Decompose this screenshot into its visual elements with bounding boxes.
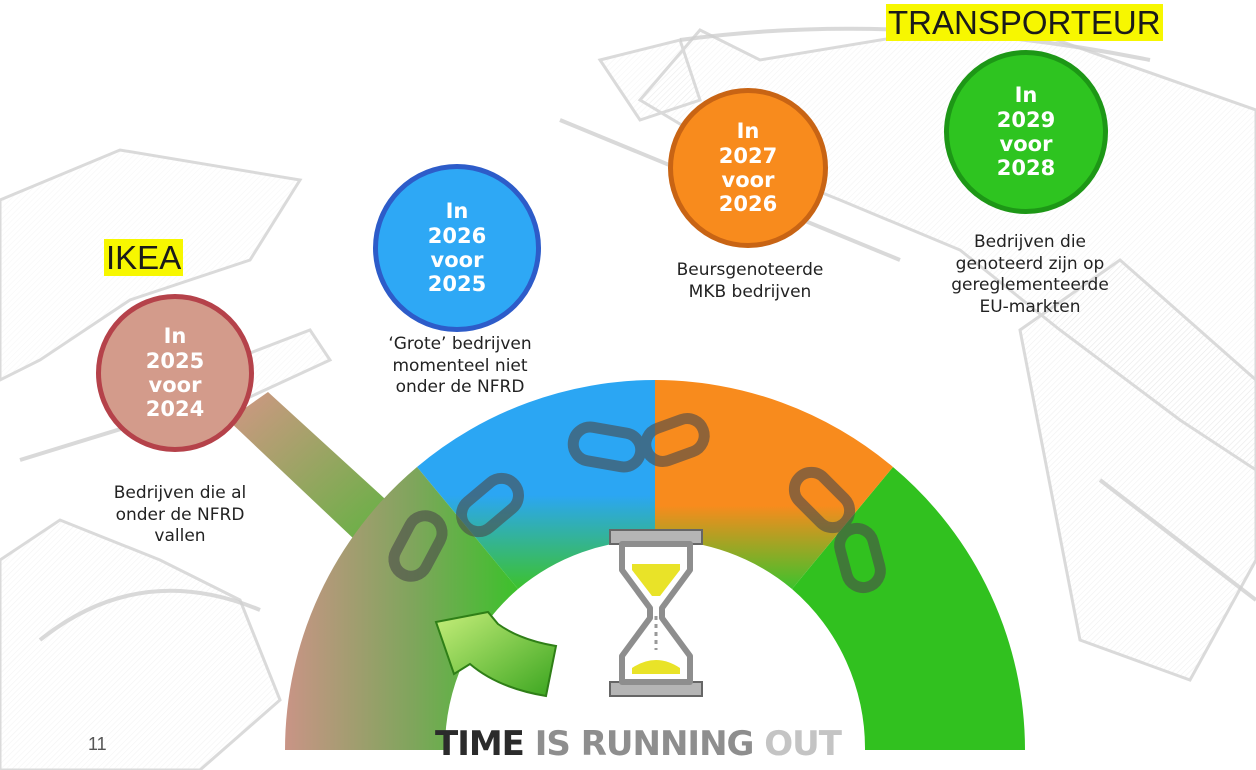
page-number: 11 [88, 734, 107, 754]
milestone-line: voor [148, 373, 202, 397]
milestone-line: In [445, 199, 469, 224]
title-part: TIME [435, 724, 535, 764]
milestone-line: 2026 [718, 192, 778, 217]
milestone-line: 2028 [996, 156, 1056, 181]
milestone-line: 2027 [718, 143, 778, 168]
milestone-line: 2025 [145, 348, 205, 373]
description-line: gereglementeerde [951, 275, 1109, 296]
milestone-line: 2026 [427, 223, 487, 248]
arch-segment-green [792, 467, 1025, 750]
milestone-line: In [1014, 83, 1038, 108]
milestone-line: In [163, 324, 187, 349]
milestone-line: voor [430, 248, 484, 272]
description-line: genoteerd zijn op [955, 253, 1105, 274]
description-line: vallen [154, 526, 206, 547]
hourglass-icon [609, 529, 703, 697]
curved-arrow-icon [434, 610, 558, 698]
milestone-circle-2025: In 2025 voor 2024 [96, 294, 254, 452]
milestone-description-2026: ‘Grote’ bedrijven momenteel niet onder d… [350, 334, 570, 399]
description-line: onder de NFRD [395, 377, 525, 398]
milestone-circle-2026: In 2026 voor 2025 [373, 164, 541, 332]
description-line: EU-markten [979, 296, 1081, 317]
description-line: Beursgenoteerde [676, 260, 824, 280]
milestone-description-2029: Bedrijven die genoteerd zijn op gereglem… [920, 232, 1140, 318]
milestone-line: 2025 [427, 272, 487, 297]
highlight-transporteur: TRANSPORTEUR [886, 4, 1163, 41]
milestone-circle-2029: In 2029 voor 2028 [944, 50, 1108, 214]
milestone-description-2027: Beursgenoteerde MKB bedrijven [640, 260, 860, 303]
highlight-ikea: IKEA [104, 239, 184, 276]
description-line: onder de NFRD [115, 504, 245, 525]
description-line: Bedrijven die al [113, 483, 247, 503]
description-line: momenteel niet [392, 355, 528, 376]
description-line: Bedrijven die [973, 232, 1087, 252]
milestone-description-2025: Bedrijven die al onder de NFRD vallen [80, 483, 280, 548]
milestone-line: voor [721, 168, 775, 192]
title-part: IS RUNNING [534, 724, 765, 764]
milestone-line: 2024 [145, 397, 205, 422]
chain-link-icon [388, 413, 886, 594]
arch-segment-orange [655, 380, 893, 589]
milestone-line: voor [999, 132, 1053, 156]
slide-title: TIME IS RUNNING OUT [435, 724, 842, 764]
title-part: OUT [764, 724, 842, 764]
description-line: ‘Grote’ bedrijven [388, 334, 532, 354]
milestone-line: 2029 [996, 107, 1056, 132]
milestone-line: In [736, 119, 760, 144]
description-line: MKB bedrijven [688, 281, 812, 302]
milestone-circle-2027: In 2027 voor 2026 [668, 88, 828, 248]
arch-segment-brown [285, 467, 518, 750]
